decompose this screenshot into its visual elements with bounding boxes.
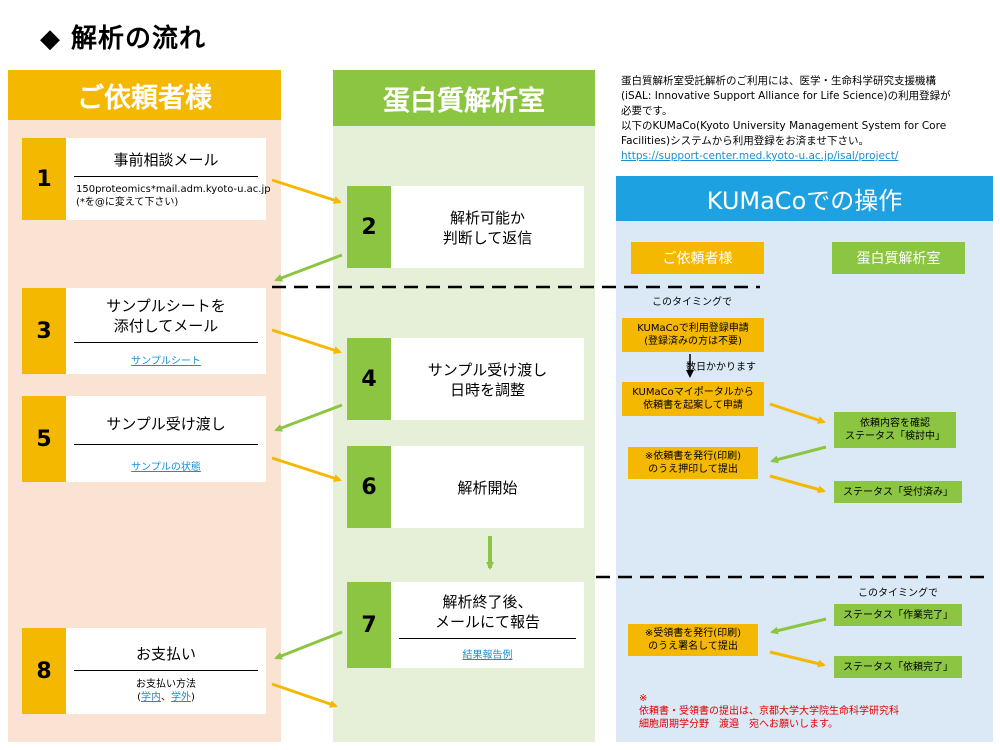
step-6-card: 解析開始 xyxy=(391,446,584,528)
receipt-line1: ※受領書を発行(印刷) xyxy=(644,628,742,639)
step-6-number: 6 xyxy=(347,446,391,528)
arrow-4-to-5 xyxy=(274,403,343,432)
timing-label-1: このタイミングで xyxy=(652,297,732,308)
step-4-line2: 日時を調整 xyxy=(449,381,525,399)
step-7-number: 7 xyxy=(347,582,391,668)
info-line-2: (iSAL: Innovative Support Alliance for L… xyxy=(621,90,951,102)
note-mark: ※ xyxy=(639,693,648,704)
step-2-card: 解析可能か 判断して返信 xyxy=(391,186,584,268)
step-3-card: サンプルシートを 添付してメール サンプルシート xyxy=(66,288,266,374)
step-6-title: 解析開始 xyxy=(457,479,518,497)
arrow-confirm-to-issue xyxy=(770,445,827,464)
step-1-divider xyxy=(74,176,258,177)
register-line1: KUMaCoで利用登録申請 xyxy=(637,323,749,334)
info-line-5: Facilities)システムから利用登録をお済ませ下さい。 xyxy=(621,135,869,147)
step-7-card: 解析終了後、 メールにて報告 結果報告例 xyxy=(391,582,584,668)
off-campus-link[interactable]: 学外 xyxy=(171,692,191,703)
step-5-number: 5 xyxy=(22,396,66,482)
paren-open: ( xyxy=(137,692,141,703)
step-8-title: お支払い xyxy=(135,645,196,663)
receipt-line2: のうえ署名して提出 xyxy=(648,641,738,652)
step-7-line1: 解析終了後、 xyxy=(442,593,533,611)
step-1-note: (*を@に変えて下さい) xyxy=(76,197,179,208)
page-title: ◆ 解析の流れ xyxy=(40,24,207,54)
issue-request-box: ※依頼書を発行(印刷) のうえ押印して提出 xyxy=(628,447,758,479)
step-3-divider xyxy=(74,342,258,343)
lab-column-header: 蛋白質解析室 xyxy=(333,70,595,126)
arrow-workdone-to-receipt xyxy=(770,617,827,635)
arrow-portal-to-confirm xyxy=(769,402,826,424)
arrow-receipt-to-requestdone xyxy=(769,650,826,668)
step-5-divider xyxy=(74,444,258,445)
info-block: 蛋白質解析室受託解析のご利用には、医学・生命科学研究支援機構 (iSAL: In… xyxy=(621,74,996,164)
step-5-title: サンプル受け渡し xyxy=(106,415,226,433)
step-4-number: 4 xyxy=(347,338,391,420)
client-column-header: ご依頼者様 xyxy=(8,70,281,120)
portal-box: KUMaCoマイポータルから 依頼書を起案して申請 xyxy=(622,382,764,416)
arrow-2-to-3 xyxy=(274,253,343,282)
separator: 、 xyxy=(161,692,171,703)
work-done-status-box: ステータス「作業完了」 xyxy=(834,604,962,626)
confirm-box: 依頼内容を確認 ステータス「検討中」 xyxy=(834,412,956,448)
step-2-line1: 解析可能か xyxy=(449,209,525,227)
sample-condition-link[interactable]: サンプルの状態 xyxy=(131,462,201,473)
isal-url-link[interactable]: https://support-center.med.kyoto-u.ac.jp… xyxy=(621,150,899,162)
days-label: 数日かかります xyxy=(686,362,756,373)
step-1-number: 1 xyxy=(22,138,66,220)
arrow-7-to-8 xyxy=(274,630,343,660)
register-line2: (登録済みの方は不要) xyxy=(644,336,742,347)
confirm-line1: 依頼内容を確認 xyxy=(860,418,930,429)
kumaco-lab-header: 蛋白質解析室 xyxy=(832,242,965,274)
step-2-number: 2 xyxy=(347,186,391,268)
arrow-5-to-6 xyxy=(271,456,342,482)
arrow-issue-to-accepted xyxy=(769,474,826,494)
request-done-status-box: ステータス「依頼完了」 xyxy=(834,656,962,678)
info-line-4: 以下のKUMaCo(Kyoto University Management Sy… xyxy=(621,120,947,132)
submission-note: ※ 依頼書・受領書の提出は、京都大学大学院生命科学研究科 細胞周期学分野 渡邉 … xyxy=(639,692,989,731)
step-2-line2: 判断して返信 xyxy=(442,229,533,247)
arrow-1-to-2 xyxy=(271,178,342,204)
step-3-line2: 添付してメール xyxy=(113,317,219,335)
step-3-number: 3 xyxy=(22,288,66,374)
step-8-card: お支払い お支払い方法 (学内、学外) xyxy=(66,628,266,714)
step-1-card: 事前相談メール 150proteomics*mail.adm.kyoto-u.a… xyxy=(66,138,271,220)
kumaco-header: KUMaCoでの操作 xyxy=(616,176,993,221)
issue-line2: のうえ押印して提出 xyxy=(648,464,738,475)
sample-sheet-link[interactable]: サンプルシート xyxy=(131,356,201,367)
info-line-1: 蛋白質解析室受託解析のご利用には、医学・生命科学研究支援機構 xyxy=(621,75,936,87)
step-4-line1: サンプル受け渡し xyxy=(427,361,548,379)
arrow-3-to-4 xyxy=(271,328,342,354)
portal-line2: 依頼書を起案して申請 xyxy=(643,400,743,411)
on-campus-link[interactable]: 学内 xyxy=(141,692,161,703)
timing-label-2: このタイミングで xyxy=(858,588,938,599)
note-line-1: 依頼書・受領書の提出は、京都大学大学院生命科学研究科 xyxy=(639,706,899,717)
step-5-card: サンプル受け渡し サンプルの状態 xyxy=(66,396,266,482)
step-1-title: 事前相談メール xyxy=(113,151,219,169)
confirm-line2: ステータス「検討中」 xyxy=(845,431,945,442)
arrow-8-out xyxy=(271,682,338,708)
kumaco-client-header: ご依頼者様 xyxy=(631,242,764,274)
info-line-3: 必要です。 xyxy=(621,105,673,117)
step-4-card: サンプル受け渡し 日時を調整 xyxy=(391,338,584,420)
portal-line1: KUMaCoマイポータルから xyxy=(632,387,754,398)
issue-receipt-box: ※受領書を発行(印刷) のうえ署名して提出 xyxy=(628,624,758,656)
step-8-divider xyxy=(74,670,258,671)
issue-line1: ※依頼書を発行(印刷) xyxy=(644,451,742,462)
step-7-divider xyxy=(399,638,576,639)
result-report-example-link[interactable]: 結果報告例 xyxy=(462,650,513,661)
accepted-status-box: ステータス「受付済み」 xyxy=(834,481,962,503)
step-1-email: 150proteomics*mail.adm.kyoto-u.ac.jp xyxy=(76,184,271,195)
step-3-line1: サンプルシートを xyxy=(106,297,226,315)
step-8-payment-links: (学内、学外) xyxy=(66,691,266,704)
paren-close: ) xyxy=(191,692,195,703)
register-box: KUMaCoで利用登録申請 (登録済みの方は不要) xyxy=(622,318,764,352)
step-8-payment-method: お支払い方法 xyxy=(136,679,196,690)
step-7-line2: メールにて報告 xyxy=(434,613,540,631)
note-line-2: 細胞周期学分野 渡邉 宛へお願いします。 xyxy=(639,719,838,730)
step-8-number: 8 xyxy=(22,628,66,714)
